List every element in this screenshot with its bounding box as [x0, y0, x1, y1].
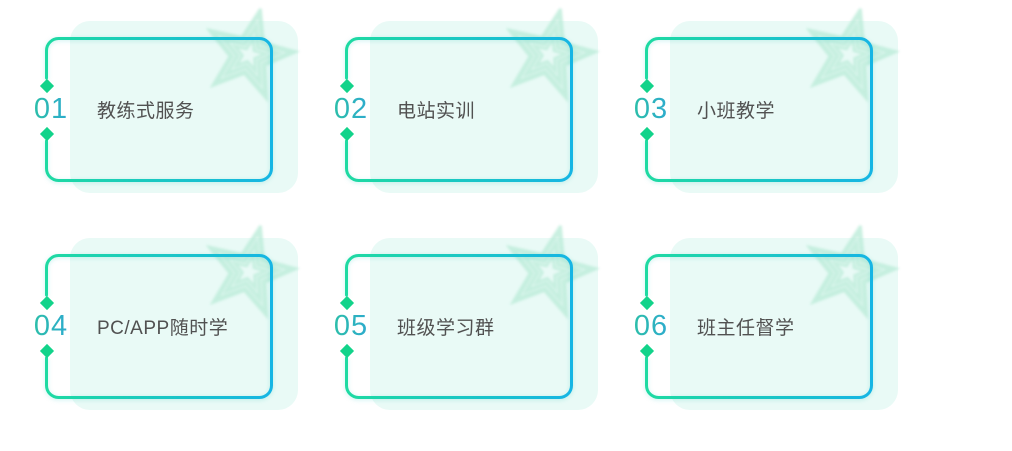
- card-label: 教练式服务: [97, 101, 195, 122]
- card-border: [45, 37, 273, 182]
- card-number: 05: [331, 311, 371, 341]
- card-border: [645, 254, 873, 399]
- card-number: 06: [631, 311, 671, 341]
- service-card: 03 小班教学: [634, 37, 873, 193]
- card-number: 01: [31, 94, 71, 124]
- card-label: 小班教学: [697, 101, 776, 122]
- service-card: 05 班级学习群: [334, 254, 573, 410]
- card-border: [45, 254, 273, 399]
- service-card: 06 班主任督学: [634, 254, 873, 410]
- card-border: [345, 254, 573, 399]
- card-label: 电站实训: [397, 101, 476, 122]
- card-number: 03: [631, 94, 671, 124]
- card-label: 班主任督学: [697, 318, 795, 339]
- service-card: 04 PC/APP随时学: [34, 254, 273, 410]
- card-number: 02: [331, 94, 371, 124]
- service-card: 01 教练式服务: [34, 37, 273, 193]
- service-card: 02 电站实训: [334, 37, 573, 193]
- card-label: PC/APP随时学: [97, 318, 229, 339]
- card-border: [345, 37, 573, 182]
- card-number: 04: [31, 311, 71, 341]
- card-border: [645, 37, 873, 182]
- card-label: 班级学习群: [397, 318, 495, 339]
